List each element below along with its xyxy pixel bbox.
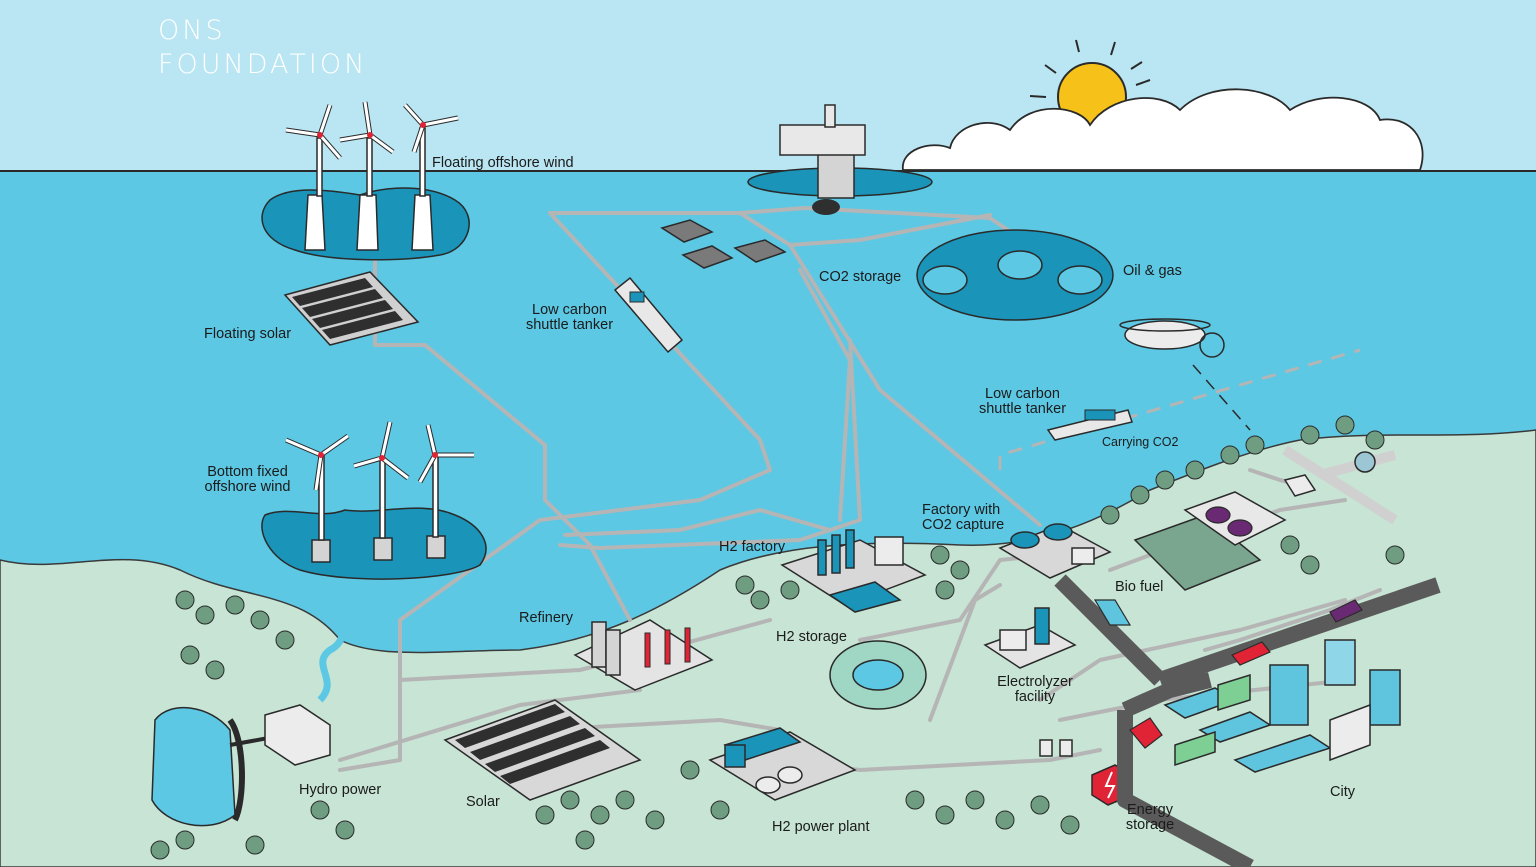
solar-array xyxy=(443,699,642,801)
h2-storage xyxy=(829,640,927,710)
h2-power-plant xyxy=(708,727,857,801)
label-bio-fuel: Bio fuel xyxy=(1115,579,1164,595)
label-electrolyzer-facility: Electrolyzer facility xyxy=(997,674,1073,705)
small-structures xyxy=(1039,451,1376,757)
label-h2-factory: H2 factory xyxy=(719,539,786,555)
logo-line-2: FOUNDATION xyxy=(158,49,368,80)
label-low-carbon-tanker-2: Low carbon shuttle tanker xyxy=(978,386,1067,417)
hydro-dam xyxy=(151,603,349,827)
ons-foundation-logo: ONS FOUNDATION xyxy=(158,14,367,82)
label-refinery: Refinery xyxy=(519,610,573,626)
label-hydro-power: Hydro power xyxy=(299,782,382,798)
floating-wind-farm xyxy=(261,101,470,261)
cloud xyxy=(902,88,1424,171)
helicopter-path xyxy=(1192,364,1251,431)
energy-flow-lines xyxy=(338,206,1382,772)
label-h2-storage: H2 storage xyxy=(776,629,847,645)
trees xyxy=(150,415,1405,860)
label-factory-co2-capture: Factory with CO2 capture xyxy=(922,502,1005,533)
cars xyxy=(1093,599,1363,749)
label-h2-power-plant: H2 power plant xyxy=(772,819,870,835)
co2-storage-reservoir xyxy=(916,229,1114,321)
subsea-modules xyxy=(660,219,787,269)
label-co2-storage: CO2 storage xyxy=(819,269,902,285)
label-solar: Solar xyxy=(466,794,500,810)
bottom-fixed-wind-farm xyxy=(261,421,487,580)
factory-co2-capture xyxy=(998,523,1112,579)
dashed-route xyxy=(998,348,1361,470)
label-city: City xyxy=(1330,784,1355,800)
city-buildings xyxy=(1163,639,1401,773)
electrolyzer-facility xyxy=(983,607,1077,669)
label-energy-storage: Energy storage xyxy=(1125,802,1175,833)
label-floating-solar: Floating solar xyxy=(204,326,292,342)
h2-factory xyxy=(780,529,927,613)
roads xyxy=(1054,574,1441,867)
oil-platform xyxy=(747,104,933,215)
label-bottom-fixed-wind: Bottom fixed offshore wind xyxy=(204,464,291,495)
logo-line-1: ONS xyxy=(158,15,226,46)
bio-fuel-plant xyxy=(1133,491,1287,591)
refinery xyxy=(573,619,714,691)
shuttle-tanker-1 xyxy=(613,276,684,354)
label-floating-offshore-wind: Floating offshore wind xyxy=(432,155,574,171)
helicopter-icon xyxy=(1119,318,1225,358)
floating-solar-array xyxy=(283,271,420,346)
label-oil-gas: Oil & gas xyxy=(1123,263,1182,279)
shuttle-tanker-2 xyxy=(1046,409,1133,441)
label-low-carbon-tanker-1: Low carbon shuttle tanker xyxy=(525,302,614,333)
label-carrying-co2: Carrying CO2 xyxy=(1102,435,1179,449)
